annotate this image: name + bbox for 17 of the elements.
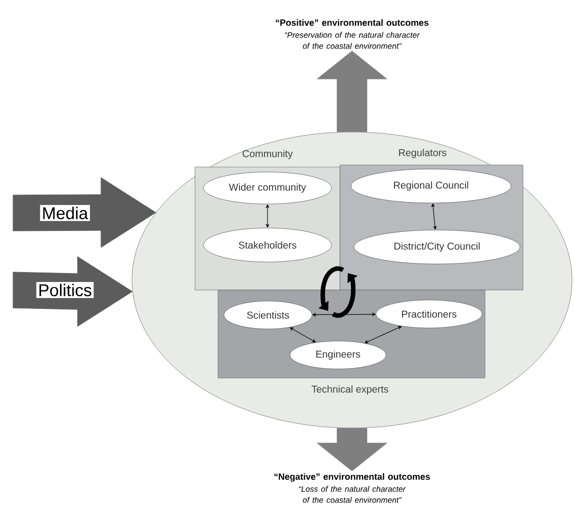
node-label: Community bbox=[242, 150, 293, 160]
oval-node: Practitioners bbox=[376, 300, 482, 328]
node-label: Technical experts bbox=[312, 385, 388, 395]
oval-node: Scientists bbox=[224, 300, 312, 330]
edge-label: Politics bbox=[36, 282, 94, 298]
oval-node: District/City Council bbox=[354, 230, 520, 264]
block-arrow bbox=[316, 428, 388, 472]
block-arrow bbox=[316, 50, 388, 132]
oval-node: Engineers bbox=[290, 340, 386, 370]
outcome-text: “Negative” environmental outcomes “Loss of the natural character of the coastal environment” bbox=[274, 473, 430, 503]
outcome-text: “Positive” environmental outcomes “Preservation of the natural character of the coastal environment” bbox=[276, 19, 428, 49]
edge-label: Media bbox=[40, 204, 90, 222]
double-arrow bbox=[290, 327, 316, 342]
node-label: Regulators bbox=[399, 148, 446, 158]
oval-node: Regional Council bbox=[350, 168, 512, 204]
oval-node: Wider community bbox=[203, 172, 332, 204]
oval-node: Stakeholders bbox=[203, 228, 332, 262]
